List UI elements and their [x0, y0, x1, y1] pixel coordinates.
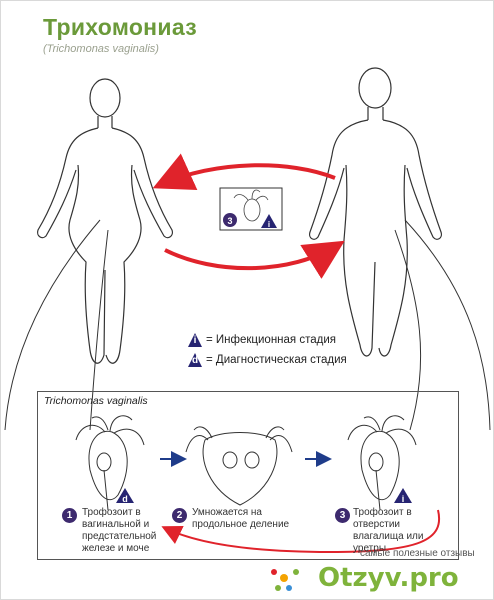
step-2-text: Умножается на продольное деление — [192, 507, 290, 530]
watermark-subtext: самые полезные отзывы — [360, 548, 475, 559]
page-title: Трихомониаз — [43, 14, 197, 40]
step-3-number: 3 — [335, 508, 350, 523]
legend-diagnostic-label: = Диагностическая стадия — [206, 354, 347, 366]
return-arrow — [161, 509, 441, 554]
step-2-number: 2 — [172, 508, 187, 523]
watermark-logo-icon — [271, 569, 299, 591]
watermark-text[interactable]: Otzyv.pro — [318, 563, 459, 593]
panel-badge-d-text: d — [122, 494, 128, 504]
legend-infective-label: = Инфекционная стадия — [206, 334, 336, 346]
panel-title: Trichomonas vaginalis — [44, 395, 148, 407]
step-3-text: Трофозоит в отверстии влагалища или урет… — [353, 507, 424, 554]
male-figure — [309, 67, 442, 357]
center-step-number — [223, 213, 237, 227]
trophozoite-1 — [75, 415, 145, 511]
panel-badge-i-text: i — [402, 494, 405, 504]
trophozoite-3 — [347, 415, 417, 511]
connector-left — [4, 219, 101, 431]
legend-infective: i = Инфекционная стадия — [188, 333, 336, 347]
transmission-arrow-to-male — [164, 240, 345, 279]
center-badge-text: i — [268, 220, 270, 229]
connector-right-inner — [394, 229, 422, 431]
trophozoite-2 — [185, 426, 293, 506]
center-step-number-text: 3 — [227, 216, 232, 226]
diagnostic-stage-icon: d — [188, 353, 202, 367]
step-1-text: Трофозоит в вагинальной и предстательной… — [82, 507, 157, 554]
connector-right — [404, 219, 491, 431]
center-trophozoite — [233, 189, 269, 222]
page-subtitle: (Trichomonas vaginalis) — [43, 43, 159, 55]
panel-infective-badge — [394, 488, 412, 503]
transmission-arrow-to-female — [152, 153, 336, 190]
infective-stage-icon: i — [188, 333, 202, 347]
panel-diagnostic-badge — [116, 488, 134, 503]
female-figure — [37, 78, 173, 364]
center-infective-badge — [261, 214, 277, 228]
lifecycle-panel — [37, 391, 459, 560]
connector-left-inner — [89, 229, 109, 431]
step-1-number: 1 — [62, 508, 77, 523]
legend-diagnostic: d = Диагностическая стадия — [188, 353, 347, 367]
